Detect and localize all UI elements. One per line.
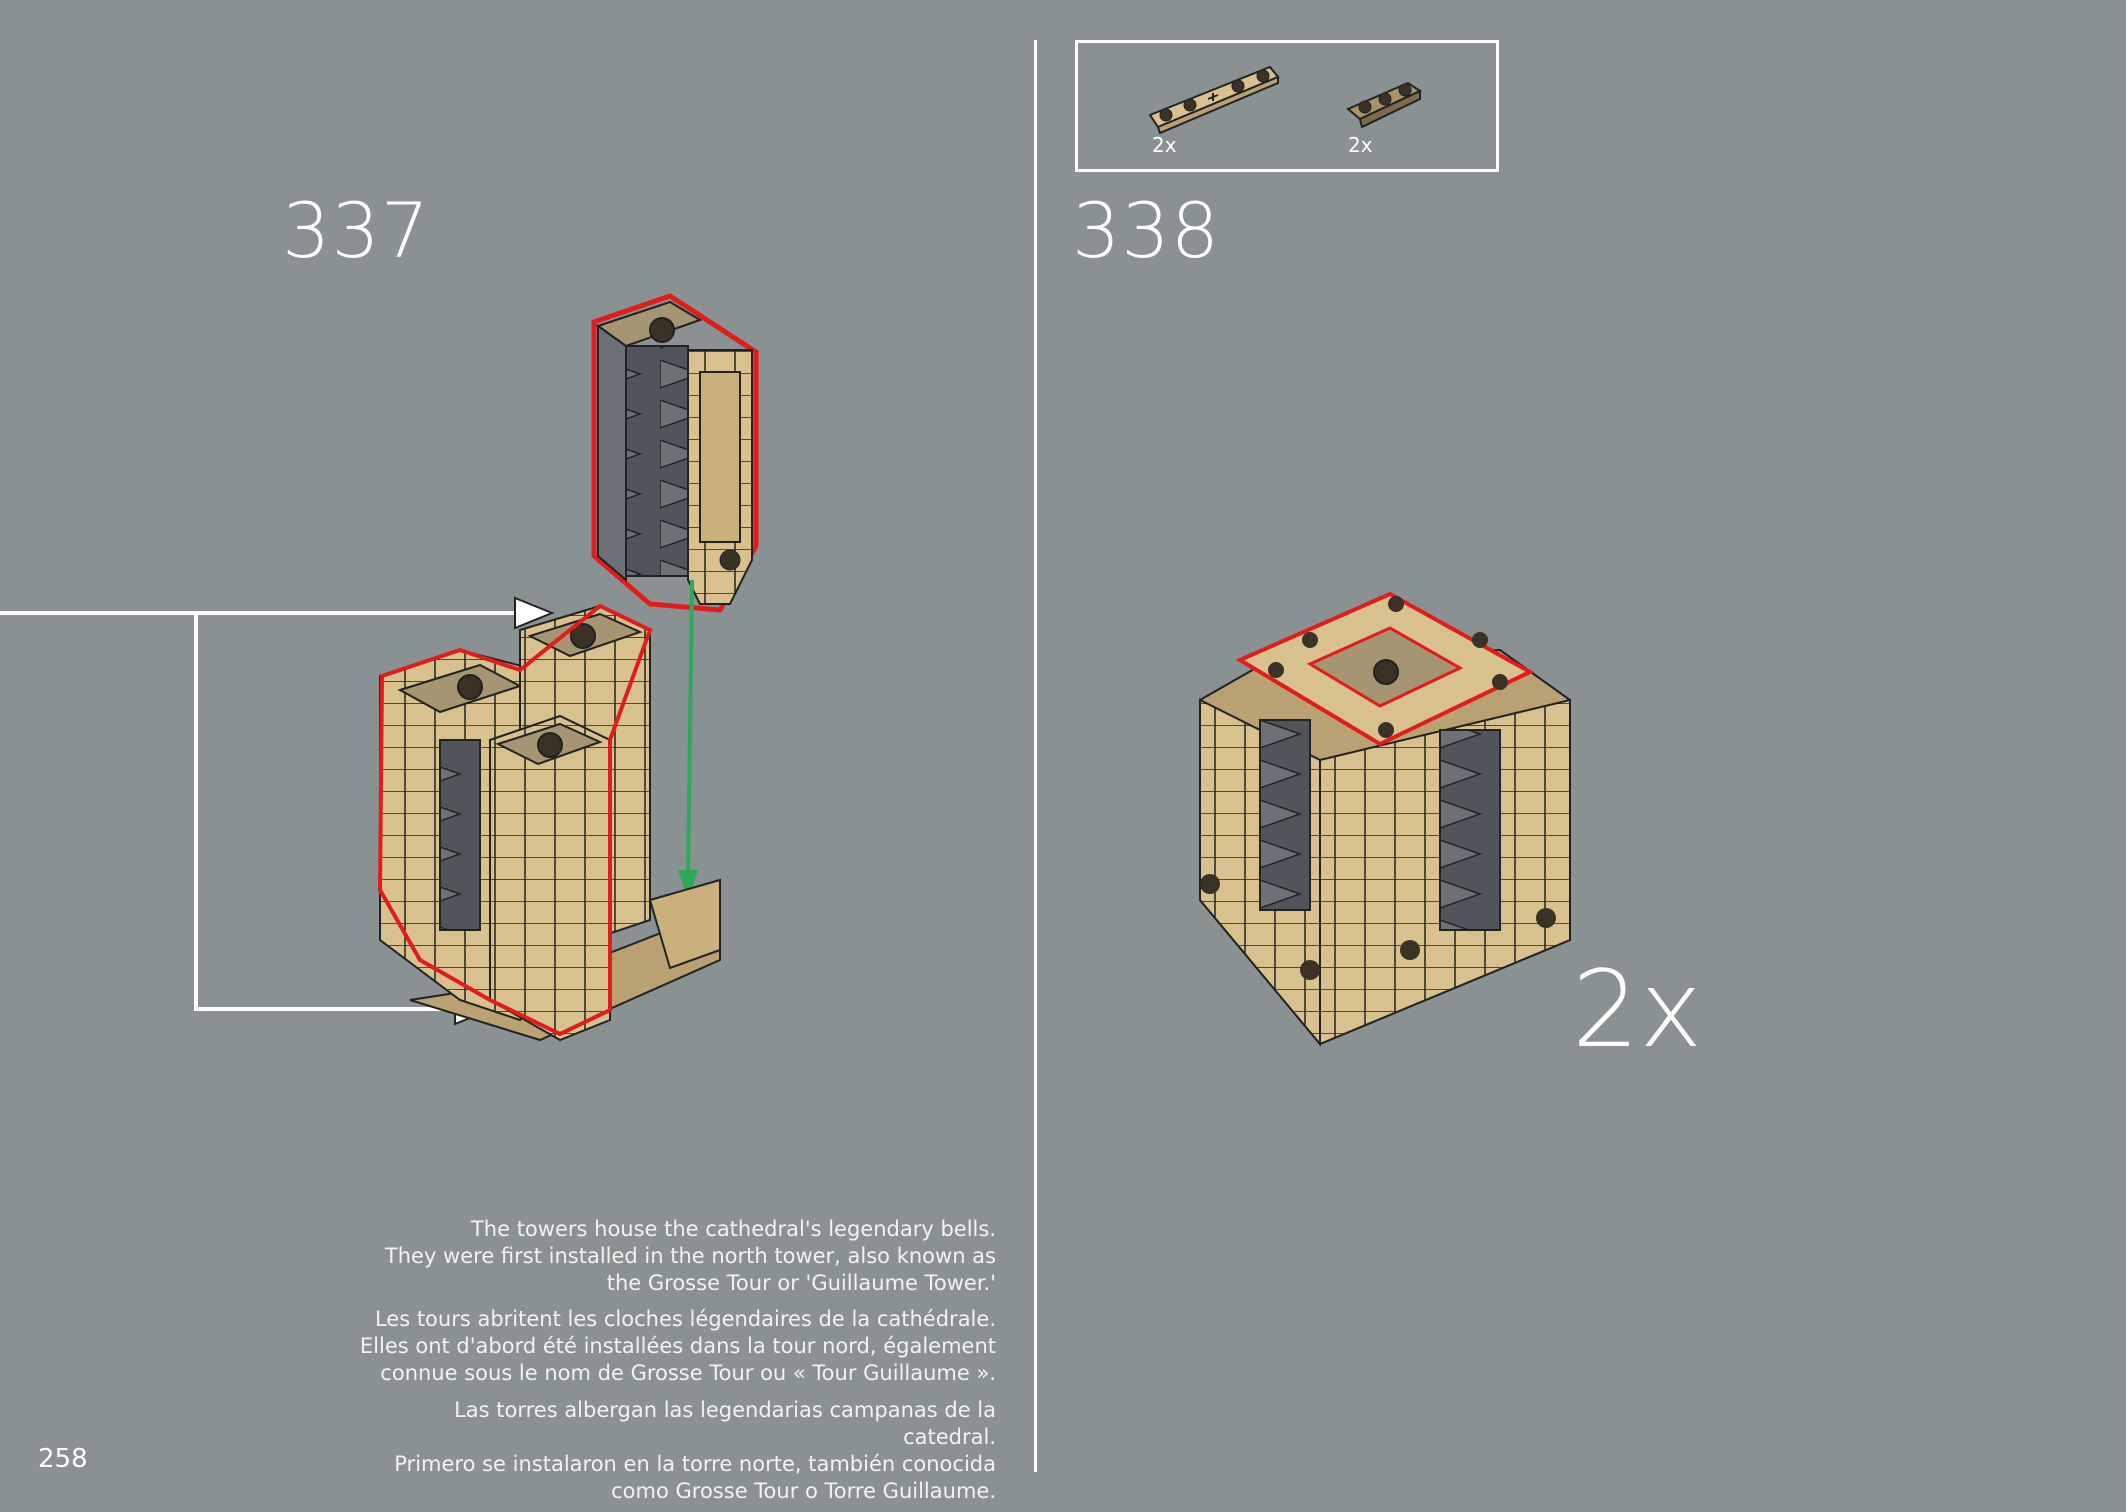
new-tower-column xyxy=(591,293,759,613)
info-text-english: The towers house the cathedral's legenda… xyxy=(356,1216,996,1297)
info-text-french: Les tours abritent les cloches légendair… xyxy=(356,1306,996,1387)
info-line: the Grosse Tour or 'Guillaume Tower.' xyxy=(606,1271,996,1295)
page-divider xyxy=(1034,40,1037,1472)
info-line: como Grosse Tour o Torre Guillaume. xyxy=(611,1479,996,1503)
tower-base-assembly xyxy=(377,603,721,1042)
parts-callout-box: 2x 2x xyxy=(1075,40,1499,172)
part-quantity-1: 2x xyxy=(1152,133,1177,157)
step-multiplier: 2x xyxy=(1572,948,1703,1071)
info-line: The towers house the cathedral's legenda… xyxy=(470,1217,996,1241)
info-line: Elles ont d'abord été installées dans la… xyxy=(359,1334,996,1358)
parts-illustration xyxy=(1148,65,1423,135)
info-text-spanish: Las torres albergan las legendarias camp… xyxy=(356,1397,996,1505)
page-number: 258 xyxy=(38,1444,88,1474)
placement-arrowhead-green xyxy=(678,870,698,900)
dark-tan-plate-icon xyxy=(1346,81,1423,129)
part-quantity-2: 2x xyxy=(1348,133,1373,157)
tan-plate-icon xyxy=(1148,65,1280,135)
step-number-338: 338 xyxy=(1072,186,1221,275)
placement-arrow-green xyxy=(686,579,694,881)
info-line: They were first installed in the north t… xyxy=(384,1244,996,1268)
step-number-337: 337 xyxy=(282,186,431,275)
info-line: Las torres albergan las legendarias camp… xyxy=(454,1398,996,1449)
completed-tower-cube xyxy=(1199,591,1571,1047)
info-line: Les tours abritent les cloches légendair… xyxy=(374,1307,996,1331)
connector-arrowheads xyxy=(454,596,555,1026)
info-line: connue sous le nom de Grosse Tour ou « T… xyxy=(380,1361,996,1385)
assembly-connector-lines xyxy=(0,611,545,1011)
info-line: Primero se instalaron en la torre norte,… xyxy=(394,1452,996,1476)
